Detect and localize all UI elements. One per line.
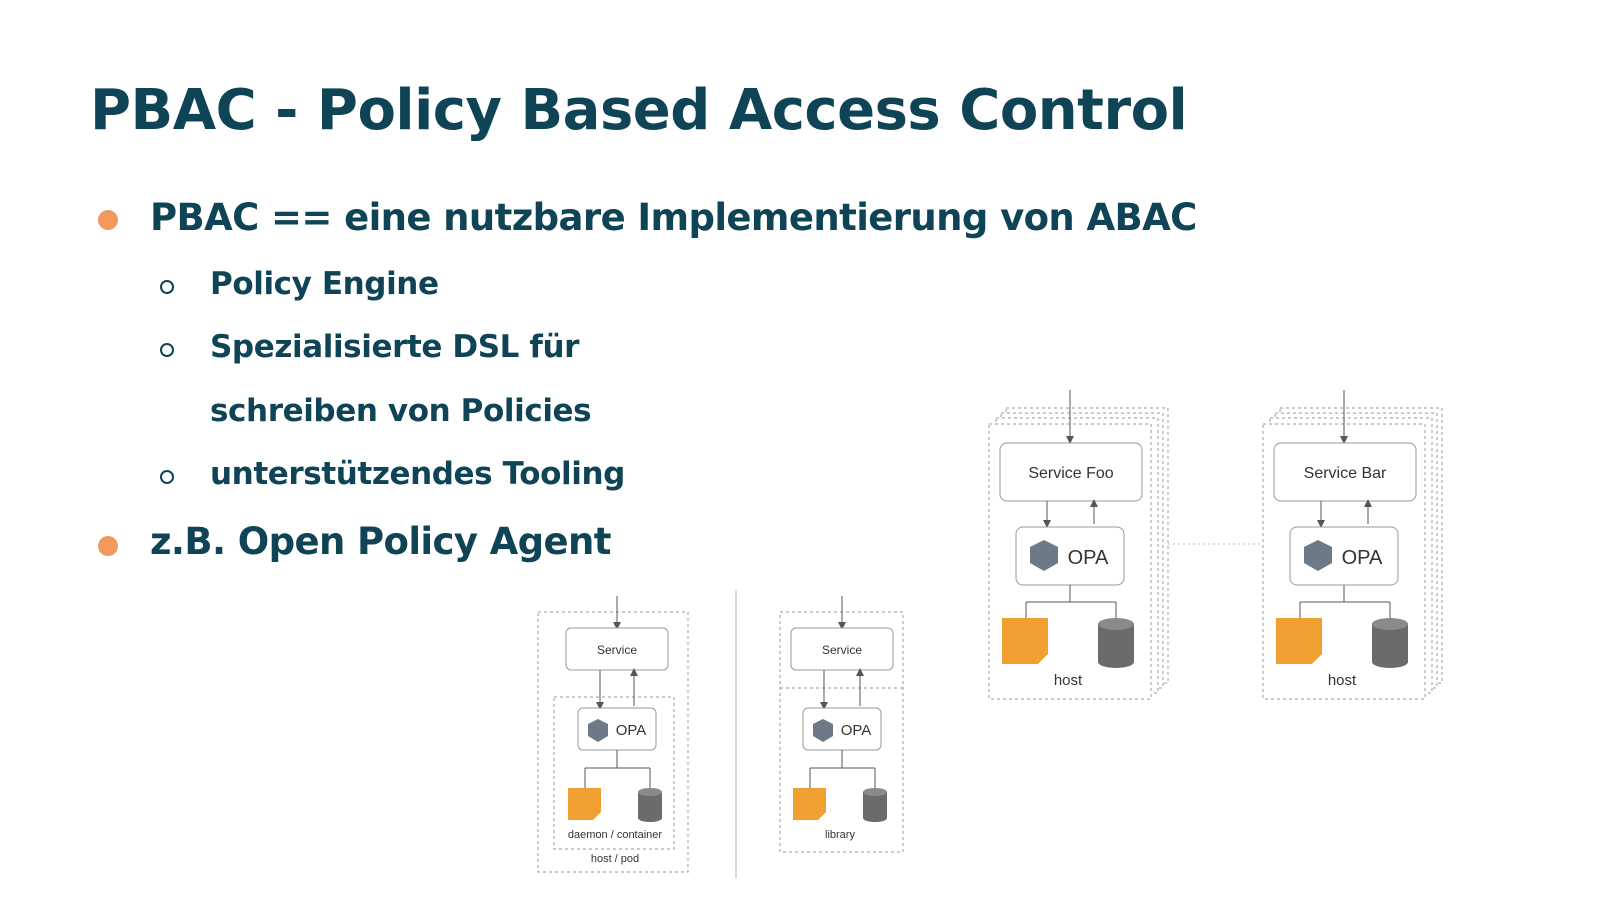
- diagram-library: Service OPA library: [779, 596, 904, 853]
- policy-file-icon: [793, 788, 826, 820]
- database-icon: [1372, 618, 1408, 668]
- daemon-container-label: daemon / container: [568, 829, 663, 841]
- opa-label: OPA: [841, 722, 872, 739]
- bullet-dot-icon: [98, 536, 118, 556]
- opa-logo-icon: [1030, 540, 1058, 571]
- subitem-dsl-continued: schreiben von Policies: [210, 393, 592, 429]
- policy-file-icon: [1276, 618, 1322, 664]
- bullet-dot-icon: [98, 210, 118, 230]
- service-label: Service: [597, 643, 637, 657]
- bullet-ring-icon: [160, 343, 174, 357]
- library-label: library: [825, 829, 855, 841]
- opa-logo-icon: [588, 719, 608, 742]
- opa-label: OPA: [616, 722, 647, 739]
- policy-file-icon: [568, 788, 601, 820]
- service-label: Service: [822, 643, 862, 657]
- service-box: [999, 442, 1143, 502]
- host-label: host: [1328, 672, 1357, 689]
- policy-file-icon: [1002, 618, 1048, 664]
- bullet-ring-icon: [160, 280, 174, 294]
- opa-logo-icon: [813, 719, 833, 742]
- service-box: [790, 627, 894, 671]
- slide-title: PBAC - Policy Based Access Control: [90, 78, 1188, 143]
- bullet-ring-icon: [160, 470, 174, 484]
- subitem-dsl: Spezialisierte DSL für: [210, 329, 580, 365]
- database-icon: [863, 788, 887, 822]
- subitem-tooling: unterstützendes Tooling: [210, 456, 625, 492]
- subitem-policy-engine: Policy Engine: [210, 266, 439, 302]
- diagram-service-foo: Service Foo OPA host: [988, 390, 1169, 700]
- host-label: host: [1054, 672, 1083, 689]
- service-foo-label: Service Foo: [1028, 465, 1113, 482]
- opa-logo-icon: [1304, 540, 1332, 571]
- opa-label: OPA: [1068, 547, 1109, 569]
- bullet-pbac-abac: PBAC == eine nutzbare Implementierung vo…: [150, 196, 1197, 239]
- service-bar-label: Service Bar: [1304, 465, 1387, 482]
- diagram-service-bar: Service Bar OPA host: [1262, 390, 1443, 700]
- database-icon: [638, 788, 662, 822]
- service-box: [1273, 442, 1417, 502]
- service-box: [565, 627, 669, 671]
- host-pod-label: host / pod: [591, 853, 639, 865]
- diagram-daemon-container: Service OPA daemon / container host / po…: [537, 596, 689, 873]
- database-icon: [1098, 618, 1134, 668]
- bullet-opa: z.B. Open Policy Agent: [150, 520, 611, 563]
- opa-label: OPA: [1342, 547, 1383, 569]
